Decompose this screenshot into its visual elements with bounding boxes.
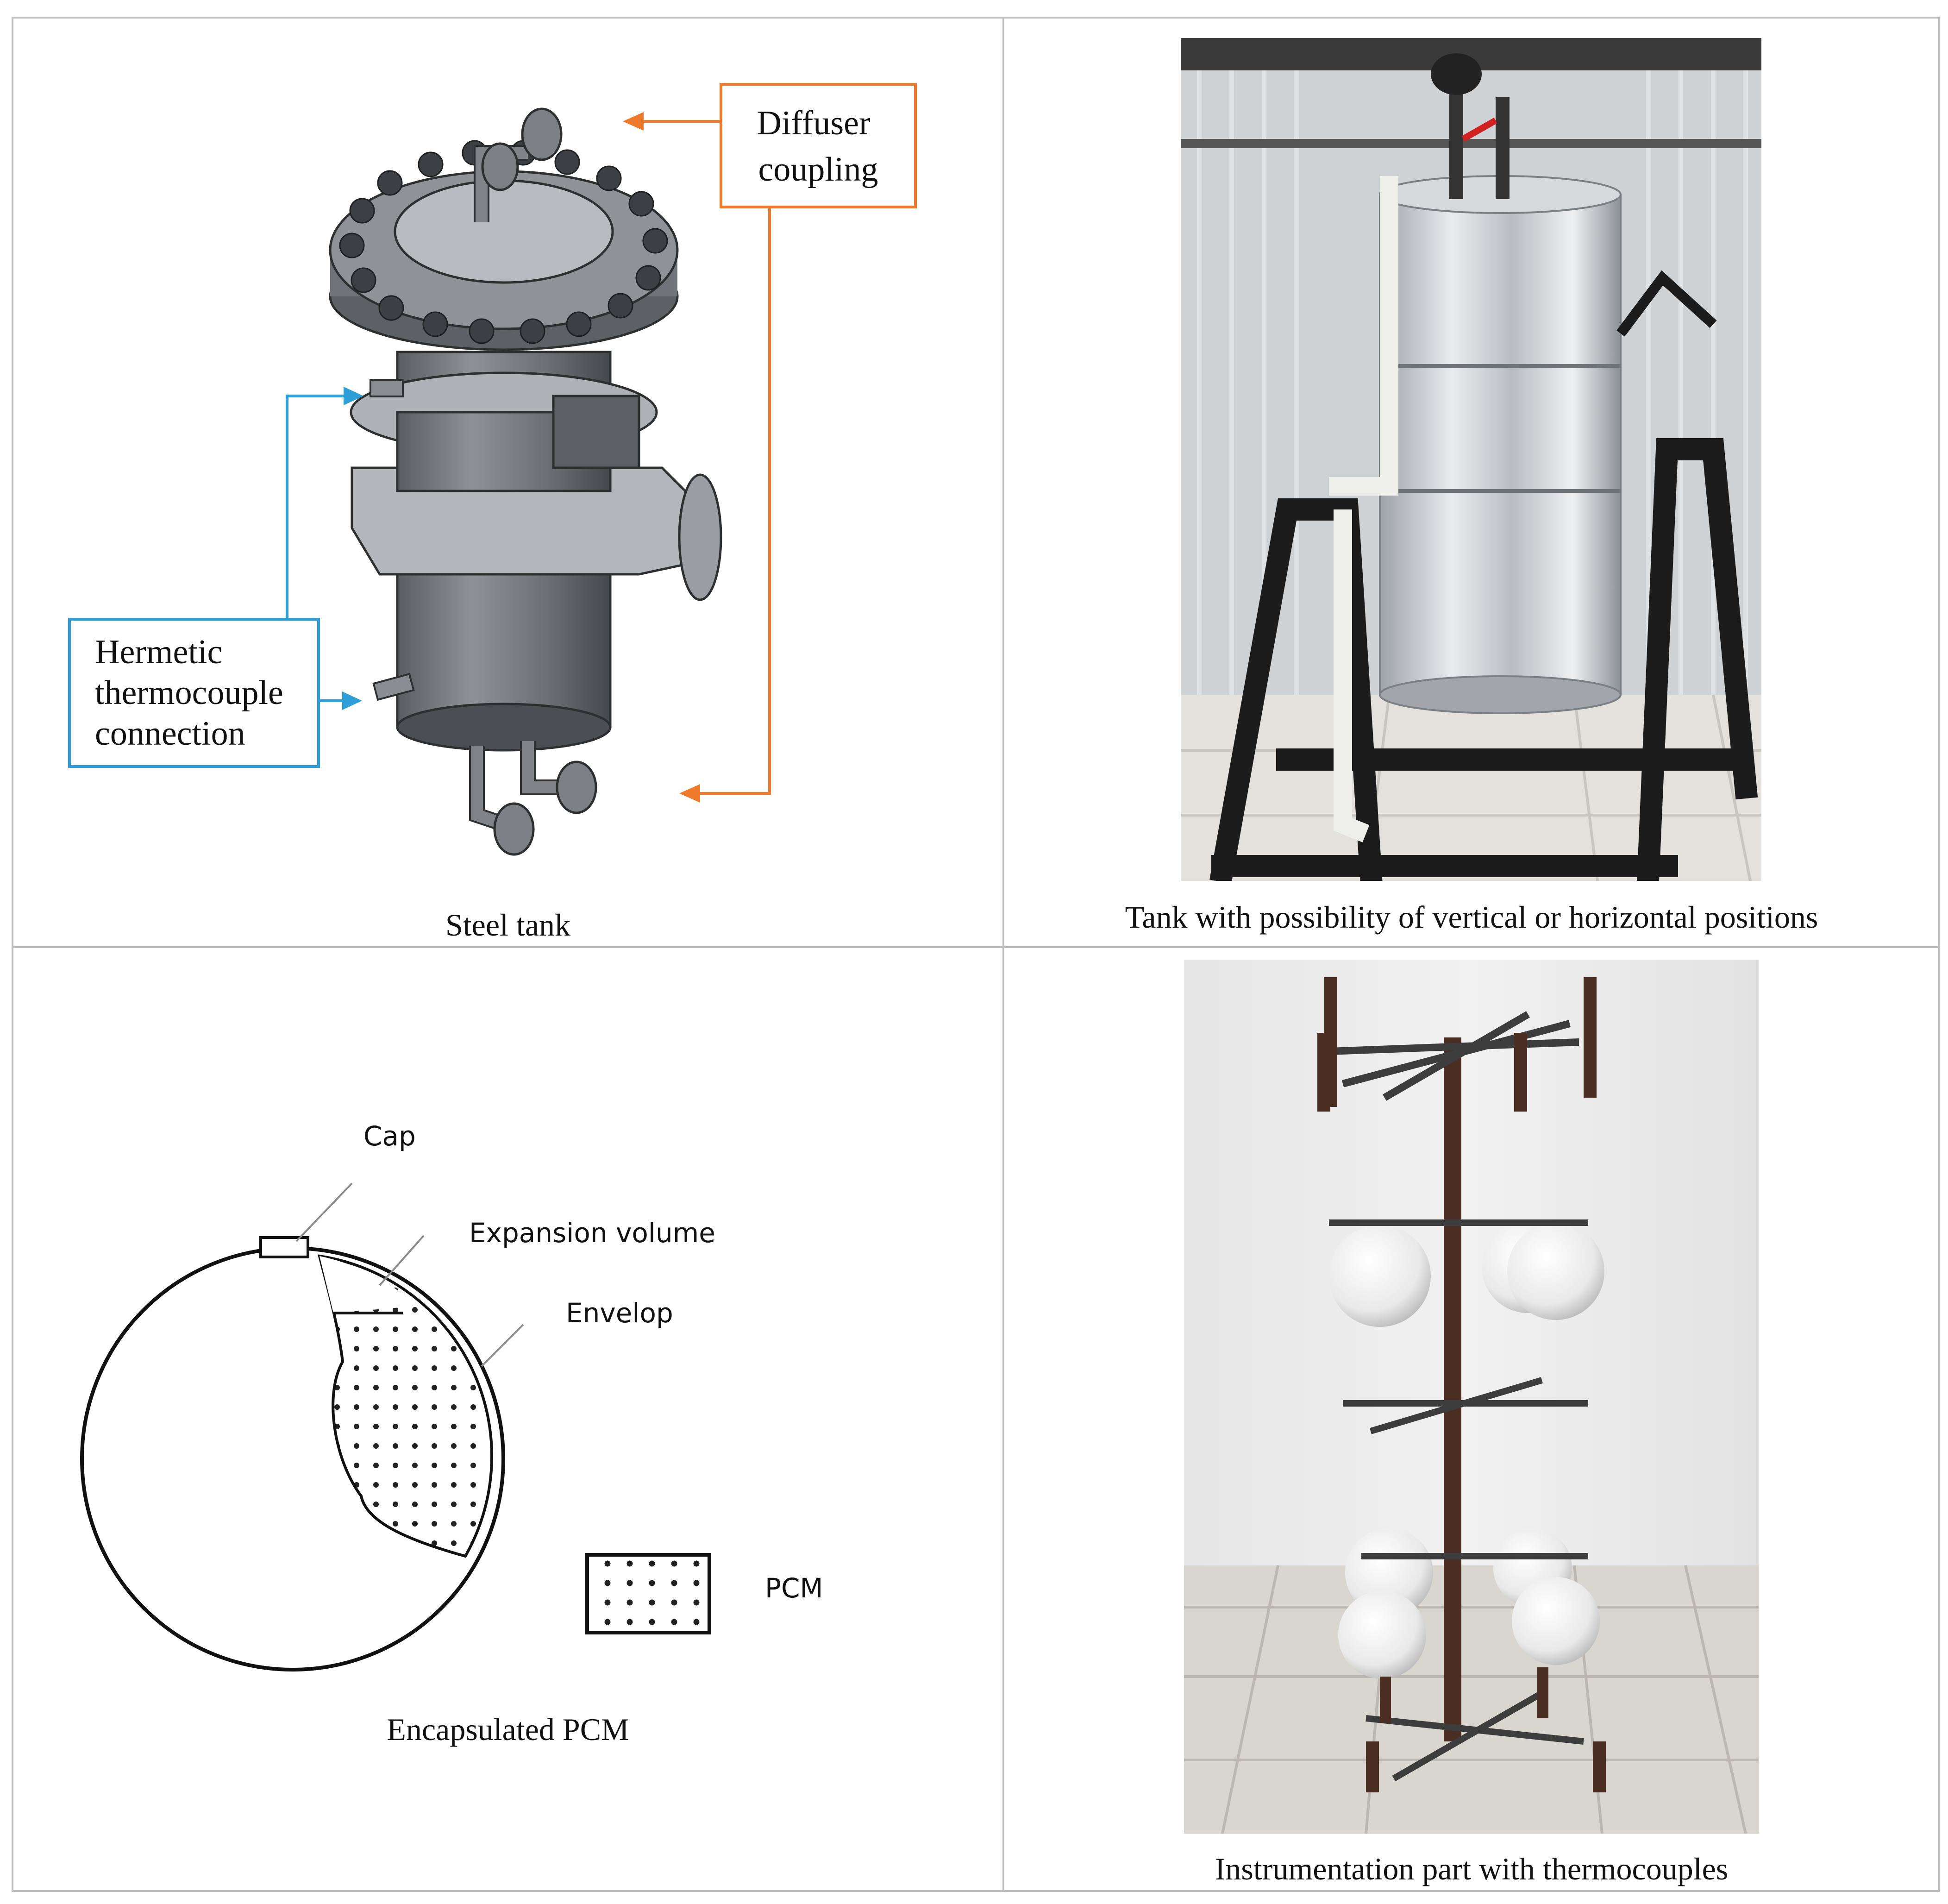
caption-tank-positions: Tank with possibility of vertical or hor…: [1125, 899, 1818, 935]
instrumentation-photo: [1184, 960, 1759, 1834]
cap-leader: [295, 1182, 353, 1242]
tank-photo: [1181, 38, 1761, 881]
caption-steel-tank: Steel tank: [445, 907, 570, 943]
pcm-legend-swatch: [585, 1553, 711, 1634]
envelop-leader: [481, 1324, 524, 1367]
thermocouple-label-line3: connection: [95, 715, 245, 753]
panel-encapsulated-pcm: Cap Expansion volume Envelop PCM Encapsu…: [80, 1120, 823, 1747]
label-envelop: Envelop: [566, 1297, 673, 1329]
thermocouple-arrow-top: [344, 387, 363, 405]
pcm-fill: [317, 1254, 494, 1558]
panel-steel-tank: Diffuser coupling Hermetic thermocouple …: [68, 83, 917, 943]
steel-tank-drawing: [329, 107, 722, 856]
diffuser-coupling-callout: Diffuser coupling: [623, 83, 917, 803]
diffuser-label-line2: coupling: [758, 151, 878, 189]
pcm-capsule-diagram: [80, 1182, 711, 1671]
diffuser-label-line1: Diffuser: [757, 104, 870, 142]
panel-instrumentation: Instrumentation part with thermocouples: [1184, 960, 1759, 1886]
caption-instrumentation: Instrumentation part with thermocouples: [1215, 1851, 1729, 1886]
panel-tank-positions: Tank with possibility of vertical or hor…: [1125, 38, 1818, 935]
thermocouple-connection-callout: Hermetic thermocouple connection: [68, 387, 363, 768]
figure-grid: [12, 17, 1940, 1892]
diffuser-arrow-bottom: [679, 784, 700, 803]
thermocouple-label-line1: Hermetic: [95, 633, 222, 671]
label-expansion-volume: Expansion volume: [469, 1217, 715, 1249]
caption-encapsulated-pcm: Encapsulated PCM: [387, 1712, 629, 1747]
thermocouple-label-line2: thermocouple: [95, 674, 283, 712]
diffuser-arrow-top: [623, 112, 644, 131]
expansion-leader: [379, 1235, 425, 1286]
thermocouple-arrow-side: [342, 691, 362, 710]
capsule-cap: [259, 1236, 309, 1258]
label-cap: Cap: [363, 1120, 416, 1152]
label-pcm: PCM: [765, 1572, 823, 1604]
